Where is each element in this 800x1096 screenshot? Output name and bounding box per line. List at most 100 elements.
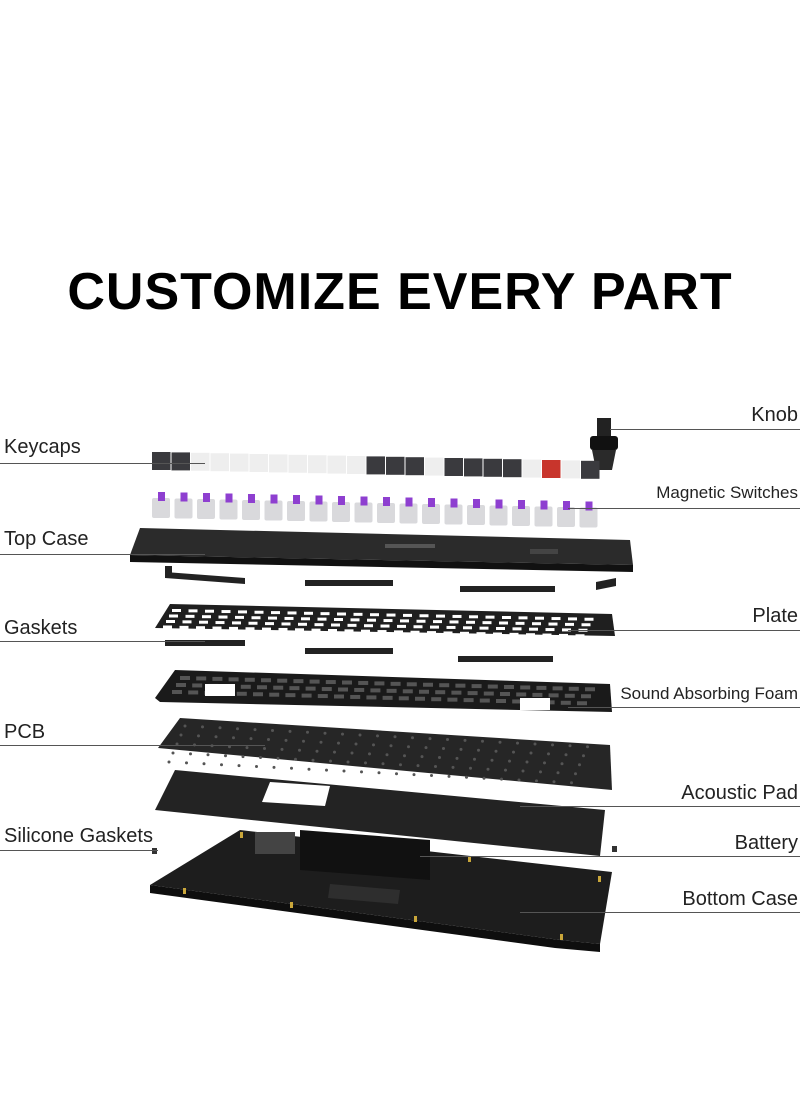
foam-hole: [435, 690, 446, 695]
plate-hole: [515, 621, 525, 625]
pcb-dot: [364, 761, 367, 765]
foam-hole: [419, 689, 429, 694]
pcb-dot: [294, 757, 297, 761]
plate-hole: [526, 633, 535, 637]
pcb-dot: [307, 767, 311, 771]
switch-housing: [579, 507, 598, 528]
switch-housing: [422, 504, 440, 524]
plate-hole: [262, 627, 271, 631]
plate-hole: [518, 616, 528, 620]
silicone-gaskets-label: Silicone Gaskets: [4, 825, 153, 847]
switch-housing: [219, 499, 238, 520]
plate-hole: [311, 628, 321, 632]
foam-hole: [382, 695, 393, 700]
pcb-dot: [306, 730, 309, 734]
plate-hole: [542, 633, 552, 637]
keycap: [425, 457, 444, 476]
pcb-dot: [504, 768, 507, 772]
pcb-dot: [551, 743, 554, 747]
plate-hole: [413, 625, 423, 629]
plate-hole: [416, 619, 426, 623]
plate-hole: [466, 620, 475, 624]
plate-hole: [535, 616, 544, 620]
pcb-dot: [232, 736, 235, 740]
keycap: [269, 454, 288, 473]
top-case-leader-line: [0, 554, 205, 555]
pcb-dot: [280, 747, 284, 751]
foam-hole: [516, 692, 527, 697]
pcb-dot: [498, 740, 502, 744]
foam-hole: [496, 699, 506, 703]
plate-hole: [380, 624, 390, 628]
plate-hole: [248, 621, 258, 625]
knob-label: Knob: [751, 404, 798, 426]
switches-leader-line: [568, 508, 800, 509]
foam-hole: [500, 692, 510, 696]
pcb-dot: [276, 756, 280, 760]
pcb-dot: [271, 729, 274, 732]
foam-hole: [585, 687, 595, 692]
switch-stem: [563, 501, 570, 510]
plate-hole: [575, 634, 585, 638]
foam-hole: [176, 683, 186, 687]
plate-hole: [320, 612, 330, 616]
plate-hole: [196, 626, 205, 630]
pcb-dot: [354, 742, 358, 746]
switch-stem: [473, 499, 480, 508]
plate-hole: [166, 620, 175, 623]
pcb-dot: [389, 744, 393, 748]
foam-hole: [289, 686, 300, 691]
pcb-dot: [237, 764, 241, 768]
pcb-dot: [249, 737, 253, 741]
switch-stem: [203, 493, 210, 502]
switch-stem: [158, 492, 165, 501]
plate-hole: [383, 619, 393, 623]
pcb-dot: [486, 767, 490, 771]
plate-hole: [278, 627, 288, 631]
switch-stem: [360, 496, 368, 506]
pcb-dot: [337, 741, 340, 745]
plate-hole: [509, 632, 519, 636]
plate-hole: [532, 622, 541, 626]
pcb-dot: [263, 747, 266, 750]
pcb-dot: [298, 748, 301, 752]
foam-hole: [423, 682, 433, 687]
foam-hole: [402, 689, 413, 694]
plate-hole: [185, 614, 195, 618]
pcb-dot: [189, 752, 192, 756]
magnetic-switches-label: Magnetic Switches: [656, 483, 798, 502]
keycap: [191, 452, 210, 471]
pcb-dot: [167, 760, 171, 764]
gaskets-label: Gaskets: [4, 617, 78, 639]
pcb-dot: [533, 742, 537, 746]
pcb-dot: [346, 760, 350, 764]
pcb-dot: [259, 756, 262, 759]
foam-hole: [483, 691, 494, 696]
plate-leader-line: [568, 630, 800, 631]
keycap: [366, 456, 385, 475]
pcb-dot: [329, 759, 332, 763]
foam-hole: [257, 685, 267, 690]
plate-hole: [584, 617, 594, 621]
pcb-dot: [560, 762, 564, 766]
pcb-dot: [224, 754, 227, 758]
pcb-dot: [578, 763, 581, 767]
keycap: [581, 460, 600, 479]
plate-hole: [238, 610, 247, 614]
pcb-dot: [183, 724, 187, 728]
foam-hole: [228, 677, 239, 682]
keycap: [464, 458, 483, 477]
switch-stem: [293, 495, 300, 504]
battery-leader-line: [420, 856, 800, 857]
foam-hole: [196, 676, 207, 681]
foam-hole: [552, 686, 563, 691]
plate-hole: [568, 617, 577, 621]
foam-hole: [358, 680, 369, 685]
foam-hole: [338, 687, 348, 692]
foam-hole: [192, 683, 203, 688]
foam-hole: [334, 694, 344, 699]
switch-stem: [338, 496, 345, 505]
switch-housing: [152, 498, 170, 518]
plate-hole: [205, 609, 214, 613]
plate-hole: [229, 626, 238, 630]
